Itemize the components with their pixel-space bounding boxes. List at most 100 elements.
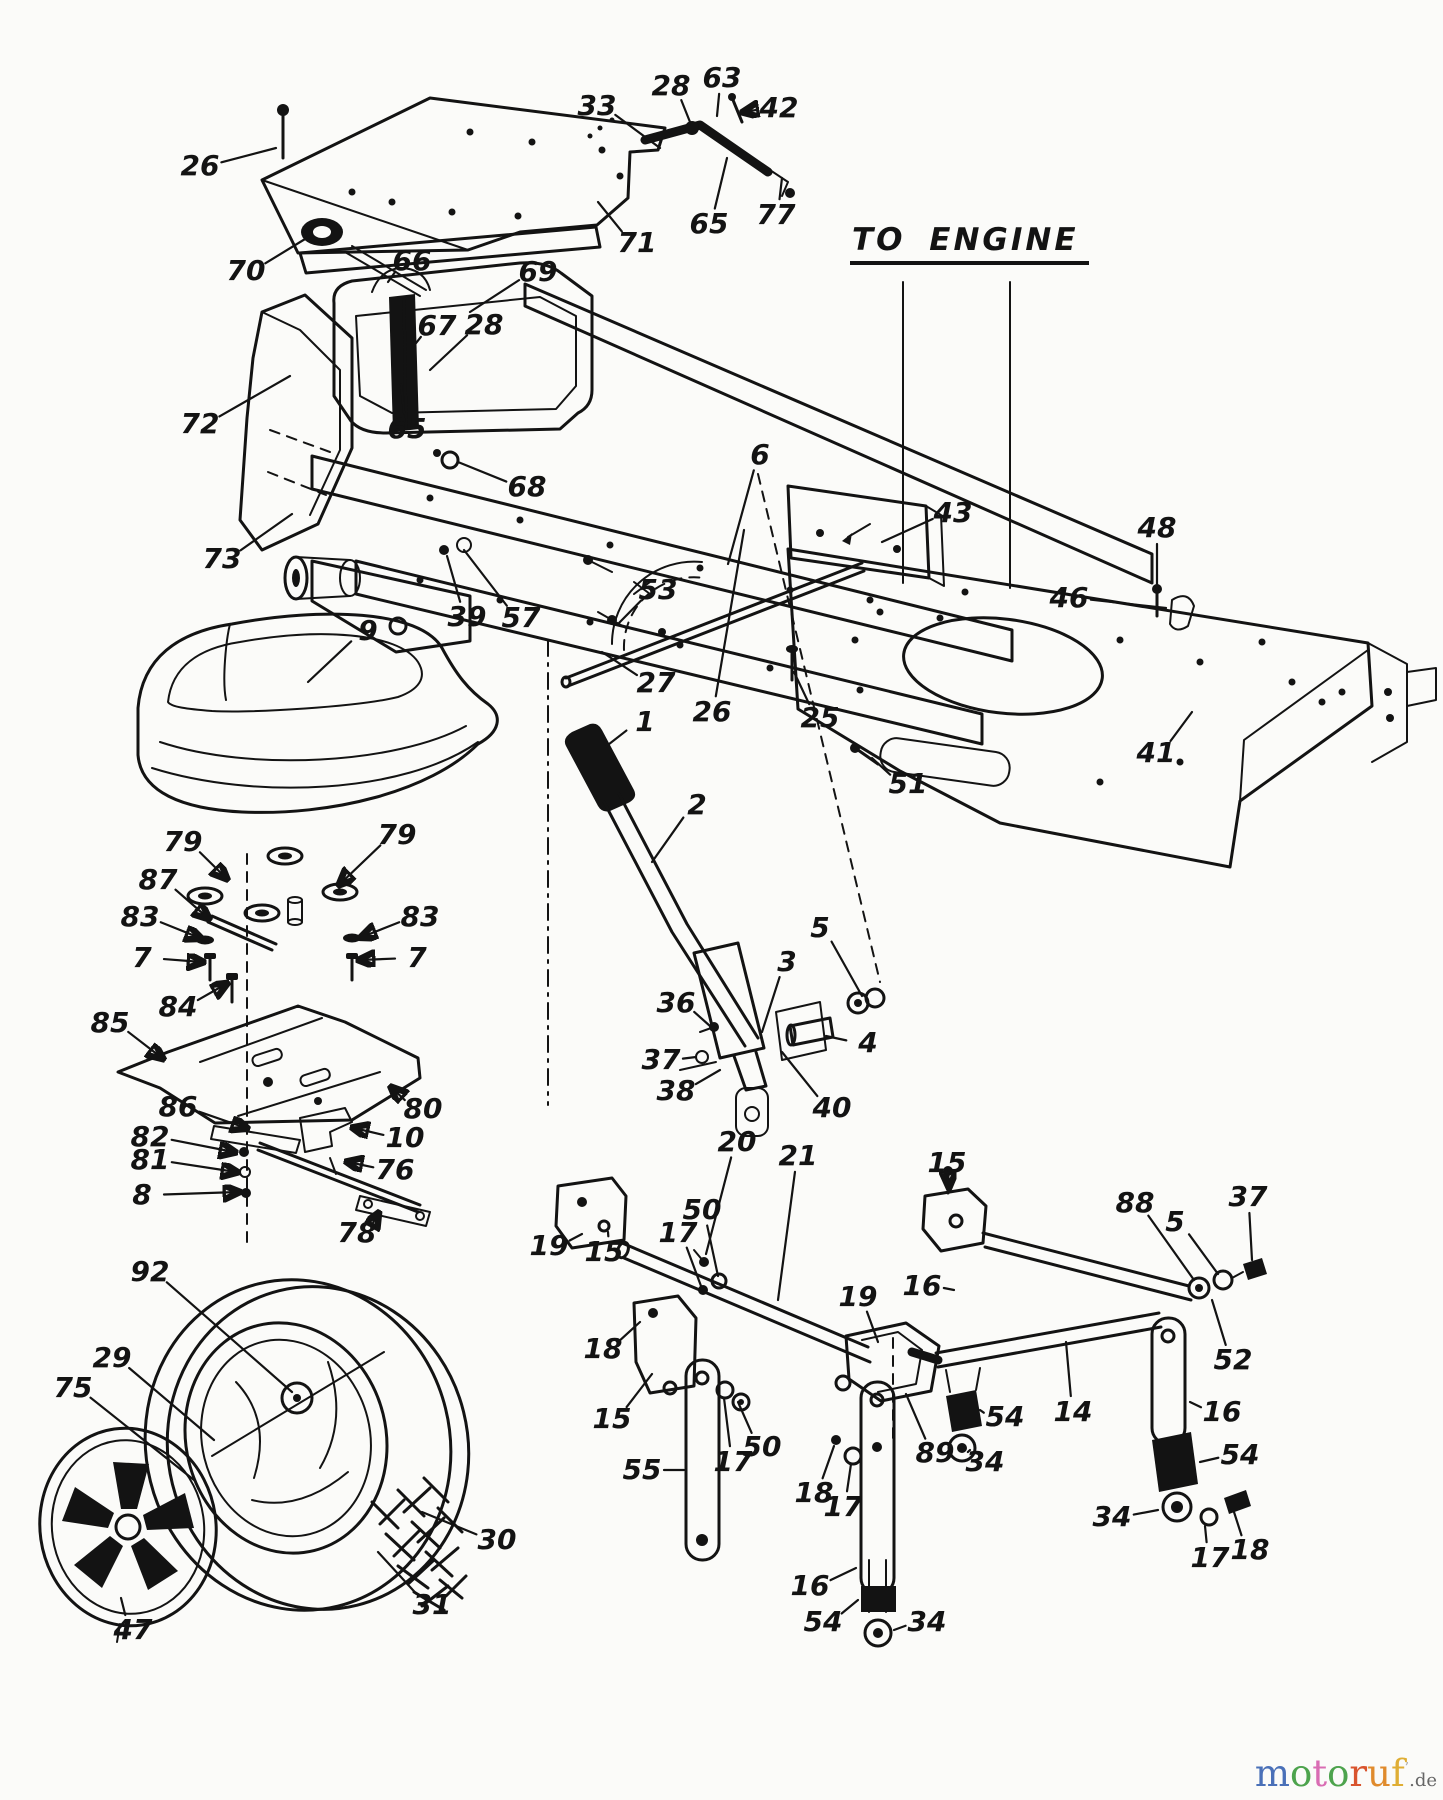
part-callout-67: 67 bbox=[417, 309, 457, 342]
part-callout-79: 79 bbox=[377, 818, 417, 851]
part-callout-33: 33 bbox=[577, 89, 617, 122]
part-callout-1: 1 bbox=[635, 705, 655, 738]
part-callout-72: 72 bbox=[180, 407, 220, 440]
part-callout-46: 46 bbox=[1049, 581, 1089, 614]
to-engine-lines bbox=[902, 281, 1011, 589]
part-callout-47: 47 bbox=[113, 1613, 153, 1646]
pedal-lever bbox=[564, 723, 886, 1137]
part-callout-7: 7 bbox=[407, 941, 427, 974]
part-callout-83: 83 bbox=[120, 900, 160, 933]
part-callout-34: 34 bbox=[965, 1445, 1005, 1478]
part-callout-75: 75 bbox=[53, 1371, 93, 1404]
part-callout-19: 19 bbox=[529, 1229, 569, 1262]
part-callout-86: 86 bbox=[158, 1090, 198, 1123]
part-callout-70: 70 bbox=[226, 254, 266, 287]
part-callout-5: 5 bbox=[1165, 1205, 1185, 1238]
tank-box bbox=[332, 261, 594, 435]
part-callout-15: 15 bbox=[584, 1235, 624, 1268]
part-callout-65: 65 bbox=[689, 207, 729, 240]
part-callout-82: 82 bbox=[130, 1120, 170, 1153]
part-callout-18: 18 bbox=[583, 1332, 623, 1365]
top-clamp bbox=[587, 93, 795, 198]
part-callout-34: 34 bbox=[1092, 1500, 1132, 1533]
cup-washers bbox=[186, 846, 359, 923]
part-callout-92: 92 bbox=[130, 1255, 170, 1288]
part-callout-80: 80 bbox=[403, 1092, 443, 1125]
watermark-tick: ’ bbox=[1404, 1760, 1410, 1777]
part-callout-17: 17 bbox=[713, 1445, 753, 1478]
part-callout-57: 57 bbox=[501, 601, 541, 634]
part-callout-27: 27 bbox=[636, 666, 676, 699]
part-callout-68: 68 bbox=[507, 470, 547, 503]
part-callout-52: 52 bbox=[1213, 1343, 1253, 1376]
part-callout-4: 4 bbox=[858, 1026, 878, 1059]
part-callout-53: 53 bbox=[638, 573, 678, 606]
to-engine-note: TO ENGINE bbox=[850, 222, 1089, 265]
part-callout-8: 8 bbox=[132, 1178, 152, 1211]
pulley bbox=[301, 218, 427, 297]
part-callout-54: 54 bbox=[803, 1605, 843, 1638]
part-callout-36: 36 bbox=[656, 986, 696, 1019]
wheel bbox=[38, 1278, 471, 1643]
part-callout-18: 18 bbox=[794, 1476, 834, 1509]
part-callout-38: 38 bbox=[656, 1074, 696, 1107]
part-callout-78: 78 bbox=[337, 1216, 377, 1249]
part-callout-41: 41 bbox=[1136, 736, 1176, 769]
part-callout-9: 9 bbox=[358, 614, 378, 647]
part-callout-26: 26 bbox=[180, 149, 220, 182]
part-callout-83: 83 bbox=[400, 900, 440, 933]
part-callout-26: 26 bbox=[692, 695, 732, 728]
part-callout-6: 6 bbox=[750, 438, 770, 471]
part-callout-31: 31 bbox=[412, 1588, 452, 1621]
part-callout-15: 15 bbox=[927, 1146, 967, 1179]
part-callout-16: 16 bbox=[790, 1569, 830, 1602]
part-callout-73: 73 bbox=[202, 542, 242, 575]
part-callout-17: 17 bbox=[658, 1216, 698, 1249]
part-callout-84: 84 bbox=[158, 990, 198, 1023]
part-callout-81: 81 bbox=[130, 1143, 170, 1176]
part-callout-40: 40 bbox=[812, 1091, 852, 1124]
watermark-suffix: .de bbox=[1409, 1770, 1437, 1791]
part-callout-55: 55 bbox=[622, 1453, 662, 1486]
part-callout-15: 15 bbox=[592, 1402, 632, 1435]
part-callout-71: 71 bbox=[617, 226, 657, 259]
seat bbox=[136, 612, 499, 814]
console-tower bbox=[238, 293, 361, 601]
part-callout-29: 29 bbox=[92, 1341, 132, 1374]
part-callout-17: 17 bbox=[1190, 1541, 1230, 1574]
part-callout-88: 88 bbox=[1115, 1186, 1155, 1219]
part-callout-85: 85 bbox=[90, 1006, 130, 1039]
tread-hatch bbox=[370, 1476, 468, 1612]
part-callout-19: 19 bbox=[838, 1280, 878, 1313]
part-callout-48: 48 bbox=[1137, 511, 1177, 544]
part-callout-50: 50 bbox=[682, 1193, 722, 1226]
part-callout-66: 66 bbox=[392, 244, 432, 277]
part-callout-54: 54 bbox=[985, 1400, 1025, 1433]
part-callout-89: 89 bbox=[915, 1436, 955, 1469]
part-callout-51: 51 bbox=[888, 767, 928, 800]
part-callout-65: 65 bbox=[387, 412, 427, 445]
part-callout-17: 17 bbox=[823, 1490, 863, 1523]
part-callout-16: 16 bbox=[1202, 1395, 1242, 1428]
part-callout-14: 14 bbox=[1053, 1395, 1093, 1428]
part-callout-87: 87 bbox=[138, 863, 178, 896]
part-callout-18: 18 bbox=[1230, 1533, 1270, 1566]
part-callout-30: 30 bbox=[477, 1523, 517, 1556]
part-callout-28: 28 bbox=[651, 69, 691, 102]
watermark: motoruf’.de bbox=[1255, 1755, 1437, 1792]
watermark-letters: motoruf bbox=[1254, 1752, 1405, 1795]
part-callout-50: 50 bbox=[742, 1430, 782, 1463]
part-callout-63: 63 bbox=[702, 61, 742, 94]
part-callout-3: 3 bbox=[777, 945, 797, 978]
part-callout-54: 54 bbox=[1220, 1438, 1260, 1471]
seat-bracket-plate bbox=[116, 1004, 422, 1125]
part-callout-2: 2 bbox=[687, 788, 707, 821]
part-callout-39: 39 bbox=[447, 600, 487, 633]
part-callout-28: 28 bbox=[464, 308, 504, 341]
part-callout-77: 77 bbox=[756, 198, 796, 231]
part-callout-43: 43 bbox=[933, 496, 973, 529]
part-callout-7: 7 bbox=[132, 941, 152, 974]
part-callout-42: 42 bbox=[759, 91, 799, 124]
